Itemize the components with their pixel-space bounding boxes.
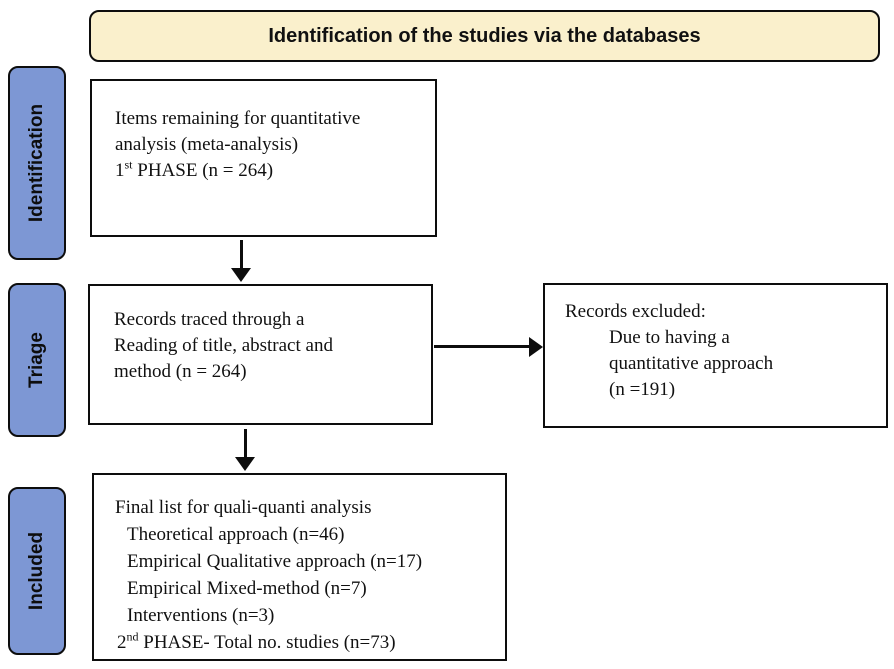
box-phase1-line: analysis (meta-analysis) bbox=[115, 134, 299, 155]
phase1-number: 1 bbox=[115, 160, 125, 181]
box-phase1-line: Items remaining for quantitative bbox=[115, 108, 361, 129]
arrow-triage-to-included-head bbox=[235, 457, 255, 471]
box-triage-line: Reading of title, abstract and bbox=[114, 335, 333, 356]
stage-label-triage-text: Triage bbox=[26, 332, 47, 388]
arrow-triage-to-excluded-stem bbox=[434, 345, 531, 348]
stage-label-included-text: Included bbox=[26, 531, 47, 611]
box-excluded-line: (n =191) bbox=[609, 379, 676, 400]
phase2-ordinal: nd bbox=[126, 629, 139, 644]
arrow-triage-to-included-stem bbox=[244, 429, 247, 459]
box-triage: Records traced through a Reading of titl… bbox=[88, 284, 433, 425]
box-included-title: Final list for quali-quanti analysis bbox=[115, 497, 372, 518]
box-excluded-line: quantitative approach bbox=[609, 353, 774, 374]
box-phase1-phase-line: 1st PHASE (n = 264) bbox=[115, 158, 425, 184]
box-included-item: Interventions (n=3) bbox=[127, 605, 275, 626]
box-triage-line: method (n = 264) bbox=[114, 361, 247, 382]
box-triage-line: Records traced through a bbox=[114, 309, 305, 330]
banner-title: Identification of the studies via the da… bbox=[89, 10, 880, 62]
arrow-triage-to-excluded-head bbox=[529, 337, 543, 357]
stage-label-identification: Identification bbox=[8, 66, 66, 260]
box-phase1: Items remaining for quantitative analysi… bbox=[90, 79, 437, 237]
box-included-phase-line: 2nd PHASE- Total no. studies (n=73) bbox=[115, 629, 497, 656]
stage-label-included: Included bbox=[8, 487, 66, 655]
box-excluded-line: Due to having a bbox=[609, 327, 730, 348]
phase1-ordinal: st bbox=[124, 157, 133, 172]
arrow-phase1-to-triage-stem bbox=[240, 240, 243, 270]
phase2-rest: PHASE- Total no. studies (n=73) bbox=[138, 632, 396, 653]
box-included-item: Empirical Mixed-method (n=7) bbox=[127, 578, 367, 599]
phase2-number: 2 bbox=[117, 632, 127, 653]
box-excluded: Records excluded: Due to having a quanti… bbox=[543, 283, 888, 428]
box-included-item: Theoretical approach (n=46) bbox=[127, 524, 345, 545]
stage-label-triage: Triage bbox=[8, 283, 66, 437]
arrow-phase1-to-triage-head bbox=[231, 268, 251, 282]
box-included: Final list for quali-quanti analysis The… bbox=[92, 473, 507, 661]
stage-label-identification-text: Identification bbox=[26, 103, 47, 223]
phase1-rest: PHASE (n = 264) bbox=[132, 160, 274, 181]
box-included-item: Empirical Qualitative approach (n=17) bbox=[127, 551, 423, 572]
banner-title-text: Identification of the studies via the da… bbox=[268, 24, 701, 47]
box-excluded-title: Records excluded: bbox=[565, 301, 706, 322]
